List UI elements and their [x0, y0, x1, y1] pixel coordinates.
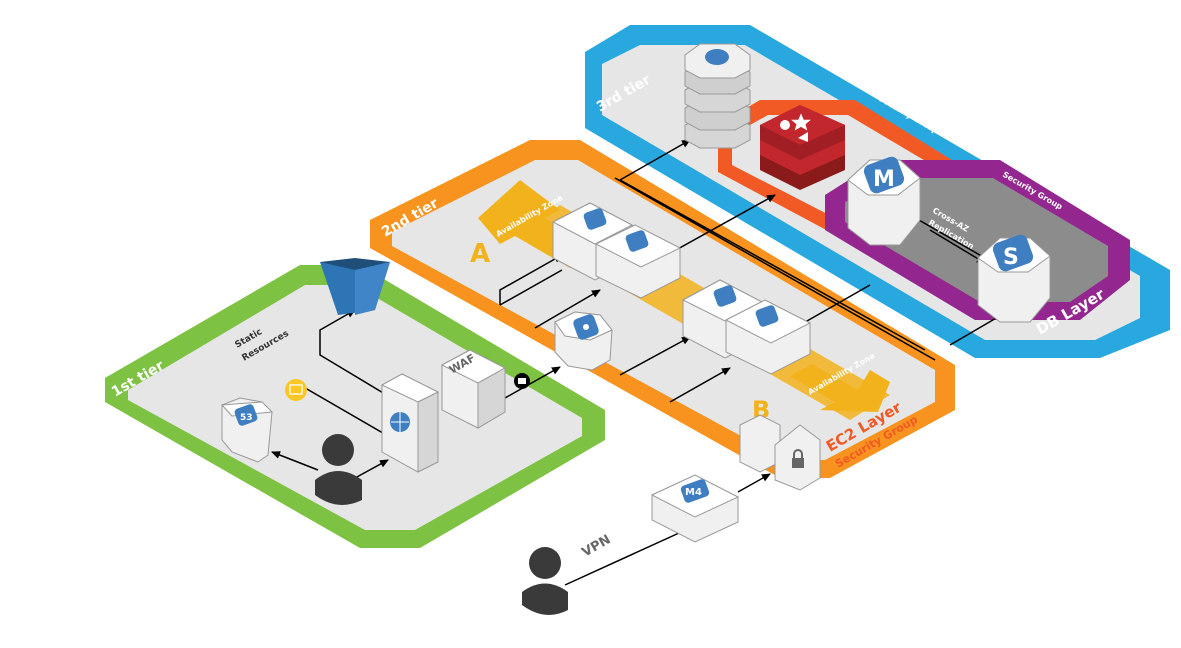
ec2-instance-icon — [583, 208, 607, 230]
ec2-instance-icon — [755, 305, 779, 327]
route53-icon: 53 — [220, 397, 274, 463]
user-icon — [315, 434, 362, 505]
db-master-label: M — [873, 167, 895, 192]
db-slave: S — [977, 234, 1051, 323]
cloudfront-gateway — [380, 373, 440, 473]
nat-instance: M4 — [650, 474, 740, 543]
ec2-instance-icon — [713, 285, 737, 307]
db-master: M — [847, 156, 921, 246]
az-b-arrow — [790, 364, 890, 412]
cache-badge-icon — [285, 379, 307, 401]
db-slave-label: S — [1003, 245, 1019, 270]
redis-icon — [760, 105, 845, 190]
s3-bucket-icon — [320, 258, 390, 315]
load-balancer-icon — [554, 311, 613, 371]
key-icon — [514, 373, 530, 389]
vpn-user-icon — [522, 547, 568, 615]
bastion-box — [739, 414, 821, 491]
waf-box: WAF — [440, 349, 507, 429]
tier1-zone — [105, 265, 605, 548]
vpn-label: VPN — [580, 532, 614, 560]
az-a-letter: A — [470, 239, 490, 269]
dynamodb-icon — [684, 43, 751, 149]
lock-icon — [792, 458, 804, 468]
route53-label: 53 — [240, 413, 253, 423]
ec2-instance-icon — [625, 230, 649, 252]
nat-label: M4 — [685, 487, 702, 498]
ec2-instance-a2 — [594, 224, 682, 299]
ec2-instance-b2 — [724, 299, 812, 375]
